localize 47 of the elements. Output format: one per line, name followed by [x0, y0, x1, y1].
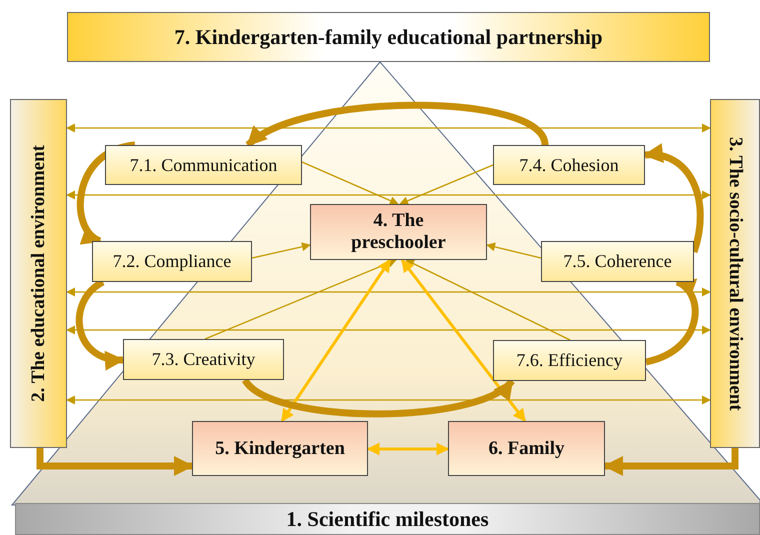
central-box [310, 204, 487, 260]
curved-arrow [76, 142, 136, 244]
box-label: 7. Kindergarten-family educational partnership [174, 24, 603, 50]
arrow [486, 242, 542, 259]
double-arrow [400, 258, 526, 422]
double-arrow [66, 190, 711, 200]
component-box [493, 145, 645, 185]
box-label: 7.2. Compliance [112, 251, 232, 272]
box-label: 5. Kindergarten [215, 438, 345, 460]
double-arrow [66, 326, 711, 334]
double-arrow [66, 124, 711, 132]
side-panel [10, 99, 67, 448]
actor-box [192, 421, 368, 476]
double-arrow [280, 258, 392, 422]
box-label: 4. The preschooler [350, 210, 447, 254]
double-arrow [66, 396, 711, 404]
side-panel [710, 99, 760, 448]
component-box [105, 145, 302, 185]
box-label: 7.1. Communication [130, 154, 278, 176]
actor-box [448, 421, 605, 476]
curved-arrow [242, 378, 514, 418]
component-box [541, 241, 694, 282]
partnership-banner [67, 12, 710, 62]
double-arrow [366, 442, 450, 456]
box-label: 1. Scientific milestones [286, 506, 489, 532]
box-label: 7.3. Creativity [152, 349, 256, 370]
base-band [15, 503, 760, 535]
arrow [252, 242, 311, 259]
arrow [399, 164, 494, 206]
box-label: 6. Family [488, 438, 564, 460]
curved-arrow [36, 448, 194, 476]
arrow [204, 258, 397, 340]
curved-arrow [643, 144, 704, 253]
box-label: 7.6. Efficiency [516, 350, 623, 371]
box-label: 7.4. Cohesion [519, 154, 619, 176]
component-box [92, 241, 252, 282]
component-box [493, 340, 646, 381]
arrow [302, 161, 399, 205]
box-label: 2. The educational environment [28, 145, 50, 402]
arrow [405, 259, 570, 341]
curved-arrow [603, 448, 738, 476]
curved-arrow [645, 278, 699, 366]
curved-arrow [246, 102, 548, 148]
box-label: 7.5. Coherence [563, 251, 672, 272]
box-label: 3. The socio-cultural environment [724, 136, 746, 410]
component-box [123, 339, 284, 380]
double-arrow [66, 288, 711, 296]
